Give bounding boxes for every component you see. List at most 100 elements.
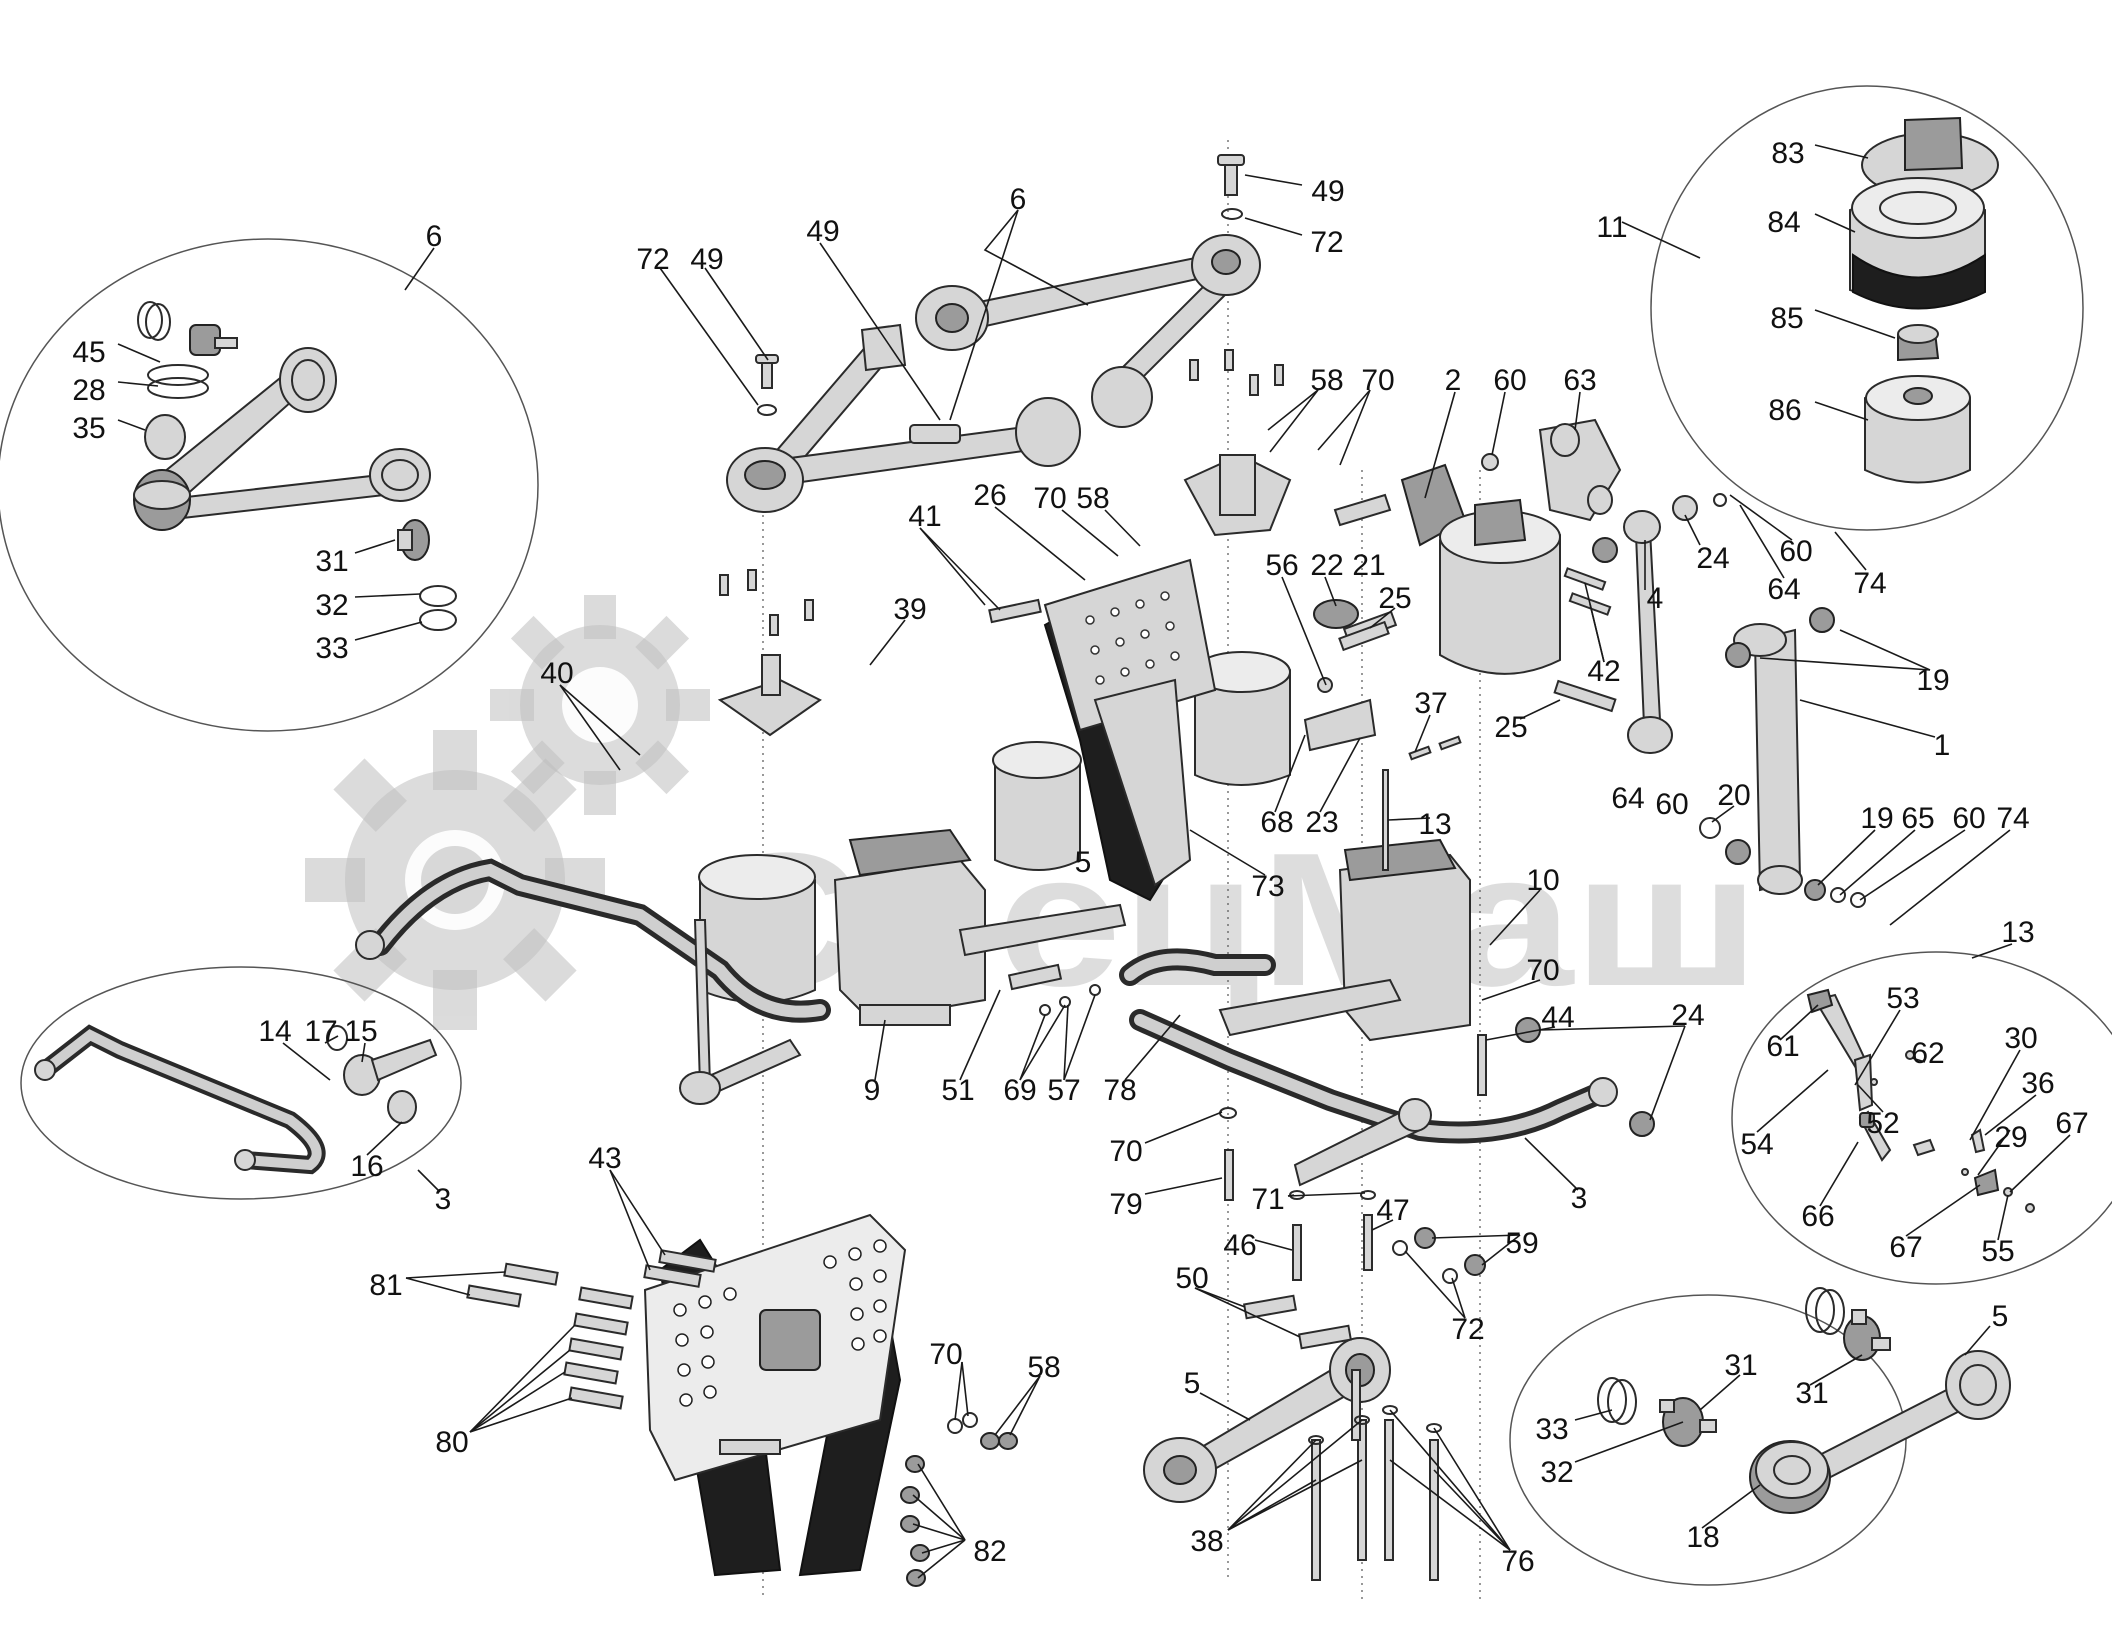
callout-label-31: 31 xyxy=(1724,1349,1757,1382)
leader-lines xyxy=(117,144,2071,1579)
callout-label-24: 24 xyxy=(1696,542,1729,575)
callout-label-60: 60 xyxy=(1779,535,1812,568)
callout-label-67: 67 xyxy=(1889,1231,1922,1264)
callout-label-43: 43 xyxy=(588,1142,621,1175)
callout-label-85: 85 xyxy=(1770,302,1803,335)
callout-label-14: 14 xyxy=(258,1015,291,1048)
callout-label-45: 45 xyxy=(72,336,105,369)
callout-label-74: 74 xyxy=(1996,802,2029,835)
callout-label-71: 71 xyxy=(1251,1183,1284,1216)
callout-label-16: 16 xyxy=(350,1150,383,1183)
callout-label-41: 41 xyxy=(908,500,941,533)
detail-13-parts xyxy=(1806,988,2035,1213)
callout-label-78: 78 xyxy=(1103,1074,1136,1107)
callout-label-6: 6 xyxy=(426,220,443,253)
callout-label-35: 35 xyxy=(72,412,105,445)
callout-label-1: 1 xyxy=(1934,729,1951,762)
callout-label-70: 70 xyxy=(1033,482,1066,515)
callout-label-54: 54 xyxy=(1740,1128,1773,1161)
callout-label-22: 22 xyxy=(1310,549,1343,582)
callout-label-15: 15 xyxy=(344,1015,377,1048)
callout-label-5: 5 xyxy=(1075,846,1092,879)
detail-11-parts xyxy=(1849,116,1999,484)
detail-3-parts xyxy=(34,1024,438,1175)
callout-label-17: 17 xyxy=(304,1015,337,1048)
callout-label-70: 70 xyxy=(1361,364,1394,397)
callout-label-10: 10 xyxy=(1526,864,1559,897)
watermark-gear-small-icon xyxy=(490,595,710,815)
callout-label-63: 63 xyxy=(1563,364,1596,397)
callout-label-5: 5 xyxy=(1184,1367,1201,1400)
frame-bracket-detail xyxy=(466,1213,1018,1587)
callout-label-51: 51 xyxy=(941,1074,974,1107)
callout-label-13: 13 xyxy=(2001,916,2034,949)
callout-label-60: 60 xyxy=(1952,802,1985,835)
callout-label-49: 49 xyxy=(806,215,839,248)
callout-label-80: 80 xyxy=(435,1426,468,1459)
detail-circle-13 xyxy=(1731,951,2112,1285)
callout-label-72: 72 xyxy=(1451,1313,1484,1346)
callout-label-70: 70 xyxy=(1109,1135,1142,1168)
callout-label-52: 52 xyxy=(1866,1107,1899,1140)
callout-label-49: 49 xyxy=(1311,175,1344,208)
callout-label-20: 20 xyxy=(1717,779,1750,812)
callout-label-42: 42 xyxy=(1587,655,1620,688)
detail-circle-3 xyxy=(20,966,462,1200)
detail-circle-11 xyxy=(1650,85,2084,531)
callout-label-46: 46 xyxy=(1223,1229,1256,1262)
callout-label-73: 73 xyxy=(1251,870,1284,903)
callout-label-59: 59 xyxy=(1505,1227,1538,1260)
callout-label-61: 61 xyxy=(1766,1030,1799,1063)
callout-label-60: 60 xyxy=(1493,364,1526,397)
detail-5-parts xyxy=(1597,1287,2011,1514)
callout-label-76: 76 xyxy=(1501,1545,1534,1578)
callout-label-36: 36 xyxy=(2021,1067,2054,1100)
callout-label-70: 70 xyxy=(1526,954,1559,987)
callout-label-74: 74 xyxy=(1853,567,1886,600)
callout-label-28: 28 xyxy=(72,374,105,407)
callout-label-53: 53 xyxy=(1886,982,1919,1015)
callout-label-79: 79 xyxy=(1109,1188,1142,1221)
callout-label-23: 23 xyxy=(1305,806,1338,839)
callout-label-56: 56 xyxy=(1265,549,1298,582)
callout-label-64: 64 xyxy=(1767,573,1800,606)
callout-label-47: 47 xyxy=(1376,1194,1409,1227)
callout-label-82: 82 xyxy=(973,1535,1006,1568)
callout-label-37: 37 xyxy=(1414,687,1447,720)
callout-label-83: 83 xyxy=(1771,137,1804,170)
callout-label-55: 55 xyxy=(1981,1235,2014,1268)
callout-label-38: 38 xyxy=(1190,1525,1223,1558)
callout-label-70: 70 xyxy=(929,1338,962,1371)
callout-label-21: 21 xyxy=(1352,549,1385,582)
callout-label-29: 29 xyxy=(1994,1121,2027,1154)
callout-label-26: 26 xyxy=(973,479,1006,512)
callout-label-25: 25 xyxy=(1494,711,1527,744)
callout-label-3: 3 xyxy=(435,1183,452,1216)
callout-label-32: 32 xyxy=(315,589,348,622)
callout-label-66: 66 xyxy=(1801,1200,1834,1233)
callout-label-58: 58 xyxy=(1076,482,1109,515)
callout-label-6: 6 xyxy=(1010,183,1027,216)
callout-label-62: 62 xyxy=(1911,1037,1944,1070)
callout-label-86: 86 xyxy=(1768,394,1801,427)
callout-label-49: 49 xyxy=(690,243,723,276)
callout-label-58: 58 xyxy=(1027,1351,1060,1384)
callout-label-72: 72 xyxy=(1310,226,1343,259)
callout-label-72: 72 xyxy=(636,243,669,276)
callout-label-69: 69 xyxy=(1003,1074,1036,1107)
callout-label-40: 40 xyxy=(540,657,573,690)
callout-label-30: 30 xyxy=(2004,1022,2037,1055)
callout-label-67: 67 xyxy=(2055,1107,2088,1140)
callout-label-50: 50 xyxy=(1175,1262,1208,1295)
callout-label-84: 84 xyxy=(1767,206,1800,239)
callout-label-31: 31 xyxy=(315,545,348,578)
detail-6-parts xyxy=(133,301,457,631)
detail-circle-6 xyxy=(0,238,539,732)
callout-label-24: 24 xyxy=(1671,999,1704,1032)
detail-circle-5 xyxy=(1509,1294,1907,1586)
callout-label-18: 18 xyxy=(1686,1521,1719,1554)
callout-label-3: 3 xyxy=(1571,1182,1588,1215)
callout-label-58: 58 xyxy=(1310,364,1343,397)
